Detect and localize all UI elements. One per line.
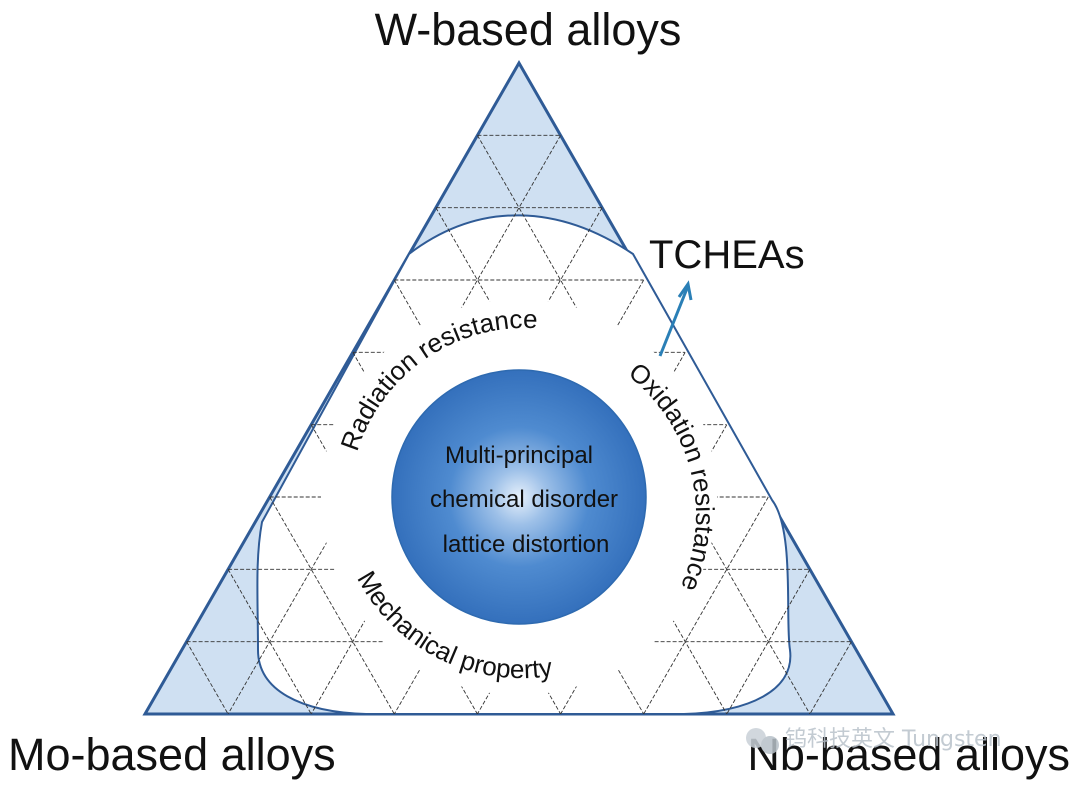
core-line-2: chemical disorder [430, 486, 618, 513]
tcheas-label: TCHEAs [649, 233, 805, 277]
core-line-3: lattice distortion [443, 531, 610, 558]
wechat-logo-icon [746, 728, 779, 754]
core-circle [391, 369, 647, 625]
core-line-1: Multi-principal [445, 442, 593, 469]
vertex-label-left: Mo-based alloys [8, 729, 336, 780]
tcheas-arrow-icon [658, 280, 693, 357]
vertex-label-top: W-based alloys [375, 4, 682, 55]
vertex-label-right: Nb-based alloys [747, 729, 1070, 780]
watermark-text: 钨科技英文 Tungsten [785, 727, 1002, 752]
watermark: 钨科技英文 Tungsten [746, 727, 1002, 754]
